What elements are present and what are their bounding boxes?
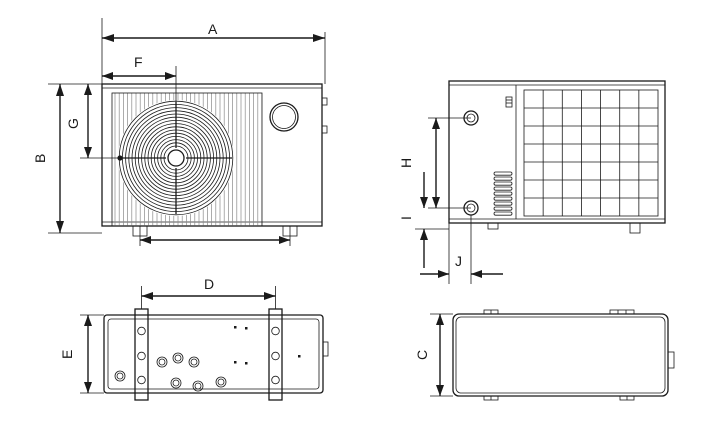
top-view-body xyxy=(452,313,669,397)
dim-label-F: F xyxy=(134,54,143,70)
dim-label-D: D xyxy=(204,276,214,292)
rear-view-body xyxy=(448,80,666,224)
fan-guard xyxy=(117,100,234,216)
mounting-bracket-right xyxy=(268,308,283,401)
dim-label-B: B xyxy=(32,154,48,163)
front-view: A F B G xyxy=(32,18,328,246)
mounting-bracket-left xyxy=(134,308,149,401)
dim-label-I: I xyxy=(398,216,414,220)
evaporator-grid xyxy=(523,89,659,217)
dim-label-H: H xyxy=(398,158,414,168)
top-view: C xyxy=(414,309,675,401)
vent-slots xyxy=(493,171,513,216)
bottom-view: D E xyxy=(59,276,329,401)
dim-label-E: E xyxy=(59,350,75,359)
dim-label-G: G xyxy=(65,118,81,129)
pressure-gauge xyxy=(269,102,299,132)
rear-view: H I J xyxy=(398,80,666,284)
bottom-view-body xyxy=(103,314,324,394)
dim-label-A: A xyxy=(208,21,218,37)
dim-label-J: J xyxy=(455,253,462,269)
dim-label-C: C xyxy=(414,350,430,360)
